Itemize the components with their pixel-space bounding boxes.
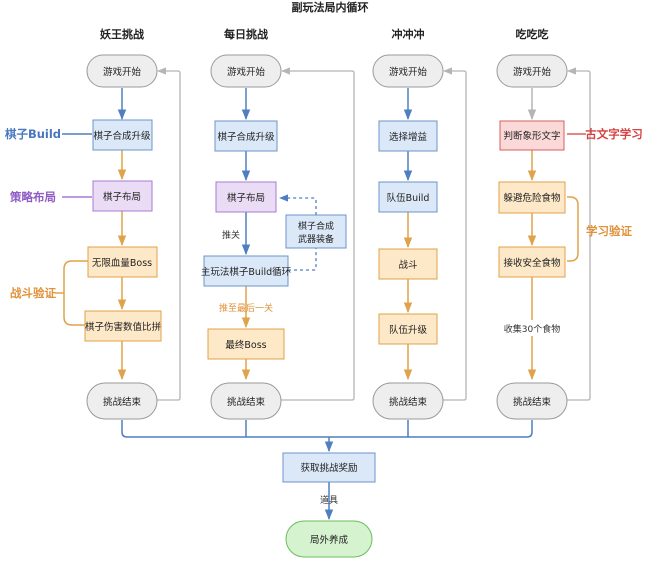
node-c3-end-label: 挑战结束	[389, 396, 428, 408]
node-c4-start-label: 游戏开始	[513, 66, 552, 78]
edge-label-collect: 收集30个食物	[504, 323, 560, 335]
node-outside-growth-label: 局外养成	[310, 534, 349, 546]
node-c2-end: 挑战结束	[210, 382, 282, 420]
node-c1-start: 游戏开始	[86, 54, 158, 88]
column1-edges	[117, 67, 181, 401]
node-c4-end: 挑战结束	[496, 382, 568, 420]
node-c1-merge-upgrade-label: 棋子合成升级	[93, 130, 151, 142]
left-annotations	[55, 133, 92, 326]
column-header-c1: 妖王挑战	[100, 27, 144, 41]
node-c2-weapon-merge-line2: 武器装备	[298, 233, 334, 245]
node-c2-final-boss: 最终Boss	[207, 328, 285, 360]
node-outside-growth: 局外养成	[285, 520, 373, 558]
node-c1-infinite-boss-label: 无限血量Boss	[92, 257, 152, 269]
node-c3-choose-buff-label: 选择增益	[389, 131, 428, 143]
node-c2-weapon-merge: 棋子合成 武器装备	[285, 214, 347, 249]
node-c4-receive-food-label: 接收安全食物	[503, 257, 561, 269]
node-c1-damage-compare-label: 棋子伤害数值比拼	[85, 321, 162, 333]
right-label-ancient: 古文字学习	[585, 127, 643, 141]
column4-edges	[527, 67, 591, 401]
node-c3-battle-label: 战斗	[398, 260, 417, 271]
left-label-build: 棋子Build	[5, 127, 61, 141]
column2-edges	[241, 67, 355, 401]
node-c4-avoid-food: 躲避危险食物	[498, 181, 566, 214]
node-c3-battle: 战斗	[378, 248, 438, 280]
node-c3-start-label: 游戏开始	[389, 66, 428, 78]
node-c1-end: 挑战结束	[86, 382, 158, 420]
node-c1-merge-upgrade: 棋子合成升级	[92, 119, 153, 151]
column3-edges	[403, 67, 467, 401]
node-c1-infinite-boss: 无限血量Boss	[87, 246, 158, 278]
node-c4-start: 游戏开始	[496, 54, 568, 88]
column-header-c3: 冲冲冲	[392, 27, 425, 41]
node-c1-end-label: 挑战结束	[103, 396, 142, 408]
right-label-learn: 学习验证	[586, 224, 632, 238]
node-c4-judge-glyph-label: 判断象形文字	[503, 130, 560, 142]
node-c4-receive-food: 接收安全食物	[498, 246, 566, 278]
node-c2-start-label: 游戏开始	[227, 66, 266, 78]
node-c3-end: 挑战结束	[372, 382, 444, 420]
column-header-c4: 吃吃吃	[516, 27, 549, 41]
node-reward: 获取挑战奖励	[282, 452, 376, 483]
left-label-strategy: 策略布局	[9, 190, 56, 204]
merge-edges	[121, 420, 533, 521]
edge-label-props: 道具	[320, 494, 338, 506]
node-c2-start: 游戏开始	[210, 54, 282, 88]
node-c2-end-label: 挑战结束	[227, 396, 266, 408]
node-c2-final-boss-label: 最终Boss	[225, 339, 266, 351]
node-c2-layout-label: 棋子布局	[227, 192, 265, 204]
node-c1-layout: 棋子布局	[92, 180, 153, 212]
node-c2-main-loop-label: 主玩法棋子Build循环	[201, 266, 291, 278]
right-annotations	[567, 133, 586, 262]
edge-label-advance: 推关	[222, 229, 240, 241]
node-c3-team-upgrade: 队伍升级	[378, 313, 438, 345]
node-c1-damage-compare: 棋子伤害数值比拼	[84, 310, 162, 342]
node-c2-merge-upgrade-label: 棋子合成升级	[217, 131, 275, 143]
node-c2-weapon-merge-line1: 棋子合成	[298, 220, 334, 232]
node-c3-team-build: 队伍Build	[378, 181, 438, 213]
node-c2-layout: 棋子布局	[215, 181, 277, 213]
node-c2-main-loop: 主玩法棋子Build循环	[201, 255, 291, 287]
node-c3-team-build-label: 队伍Build	[387, 192, 430, 204]
left-label-battle: 战斗验证	[10, 286, 56, 300]
node-c3-team-upgrade-label: 队伍升级	[389, 324, 428, 336]
node-c3-choose-buff: 选择增益	[378, 120, 438, 152]
node-c1-layout-label: 棋子布局	[103, 191, 141, 203]
node-c4-avoid-food-label: 躲避危险食物	[503, 192, 561, 204]
node-reward-label: 获取挑战奖励	[300, 462, 357, 474]
node-c3-start: 游戏开始	[372, 54, 444, 88]
node-c2-merge-upgrade: 棋子合成升级	[214, 120, 278, 152]
node-c4-judge-glyph: 判断象形文字	[499, 120, 565, 151]
edge-label-to-last: 推至最后一关	[219, 302, 273, 314]
node-c4-end-label: 挑战结束	[513, 396, 552, 408]
column-header-c2: 每日挑战	[224, 27, 268, 41]
node-c1-start-label: 游戏开始	[103, 66, 142, 78]
diagram-title: 副玩法局内循环	[292, 0, 369, 14]
